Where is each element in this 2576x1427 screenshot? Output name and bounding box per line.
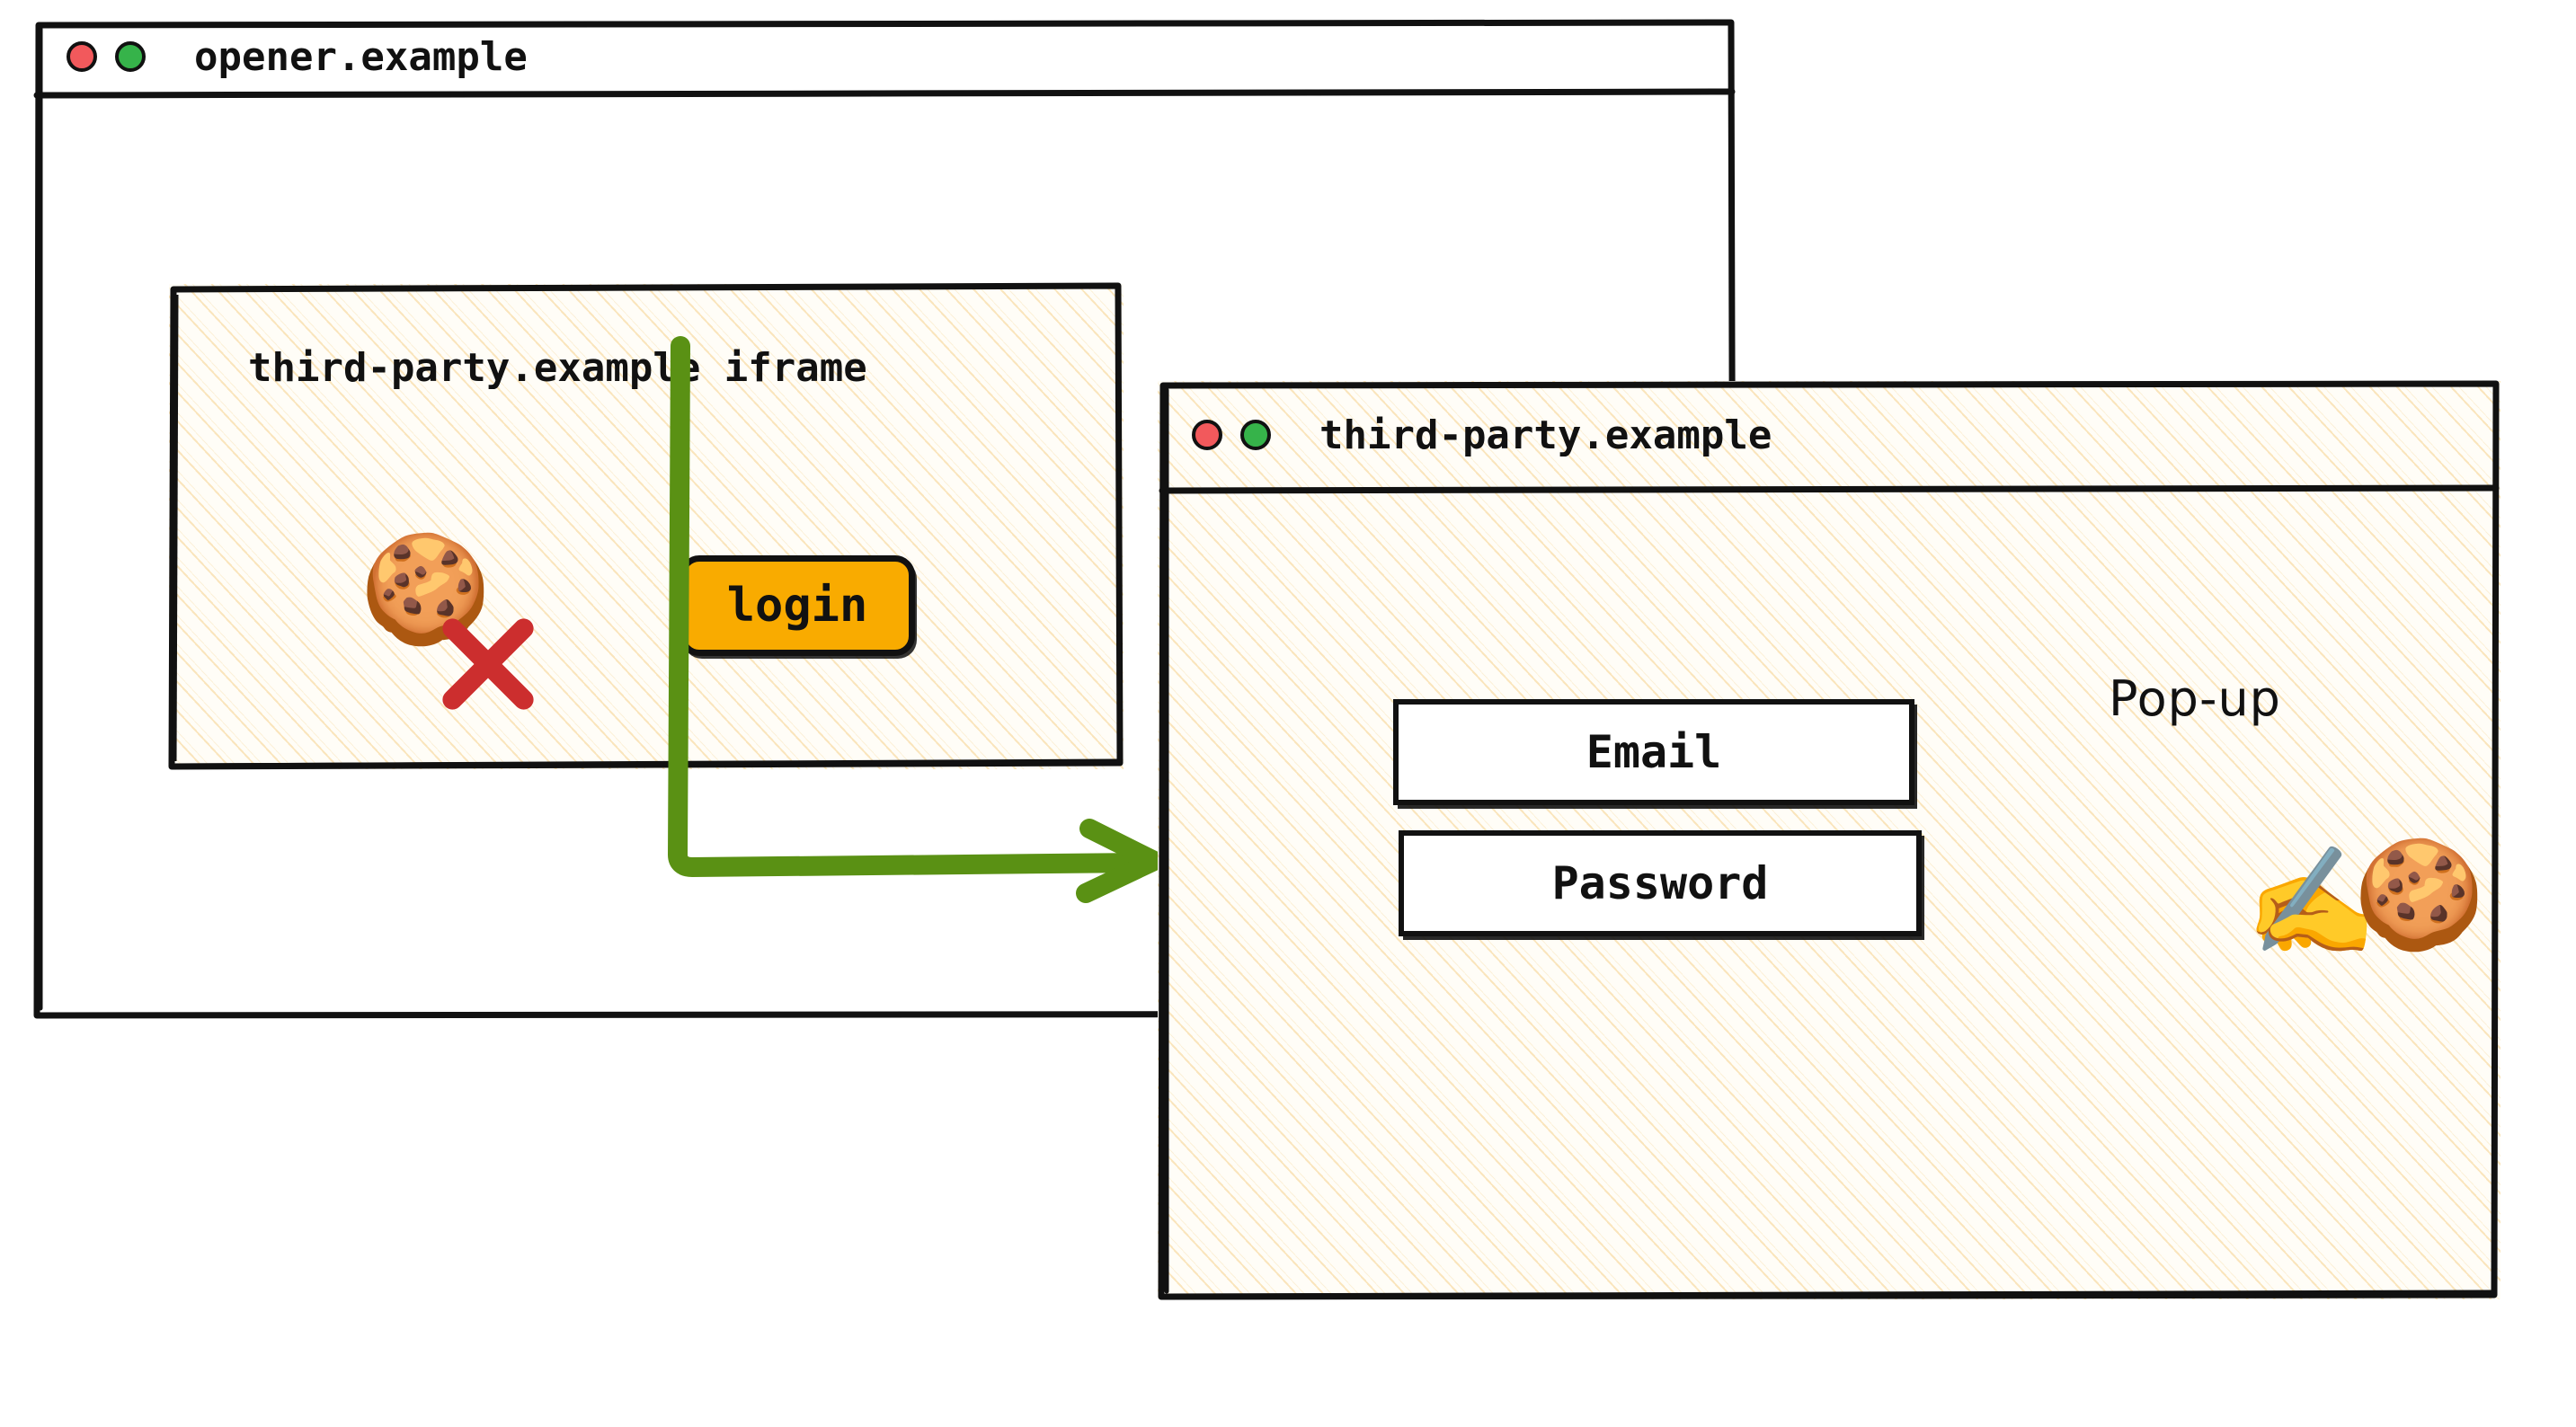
minimize-icon[interactable] <box>115 41 146 72</box>
email-field[interactable]: Email <box>1393 699 1914 805</box>
third-party-iframe: third-party.example iframe 🍪 login <box>168 282 1124 770</box>
password-field[interactable]: Password <box>1399 830 1922 936</box>
red-cross-mark-icon <box>439 615 537 714</box>
close-icon[interactable] <box>1192 420 1222 450</box>
popup-window-controls <box>1192 420 1271 450</box>
iframe-title-label: third-party.example iframe <box>248 345 867 391</box>
writing-hand-icon: ✍️ <box>2245 839 2377 963</box>
opener-window-controls <box>67 41 146 72</box>
cookie-icon: 🍪 <box>2353 832 2485 956</box>
popup-annotation-label: Pop-up <box>2109 670 2281 727</box>
popup-titlebar: third-party.example <box>1158 381 2500 489</box>
cookie-icon: 🍪 <box>360 527 492 651</box>
minimize-icon[interactable] <box>1240 420 1271 450</box>
close-icon[interactable] <box>67 41 97 72</box>
popup-browser-window: third-party.example Email Password login… <box>1158 380 2500 1300</box>
iframe-login-button[interactable]: login <box>680 555 915 656</box>
opener-window-title: opener.example <box>194 33 528 80</box>
opener-titlebar: opener.example <box>32 20 1737 93</box>
popup-window-title: third-party.example <box>1319 412 1772 458</box>
